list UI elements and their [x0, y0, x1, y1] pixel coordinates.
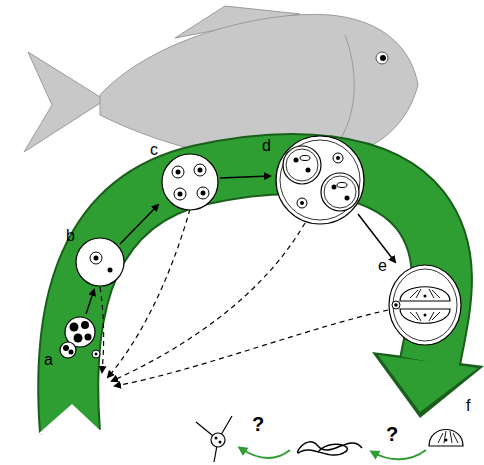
cell: [389, 265, 461, 345]
stage-c: [162, 154, 218, 210]
stage-arrow: [220, 176, 270, 178]
stage-letter: c: [150, 142, 158, 158]
stage-arrow: [120, 205, 158, 244]
cycle-band: [38, 164, 484, 434]
nucleus: [69, 350, 74, 355]
dashed-path: [115, 310, 388, 386]
spore: [429, 430, 463, 447]
stage-letter: e: [378, 258, 387, 274]
nucleus: [74, 334, 83, 343]
nucleus: [63, 345, 69, 351]
dashed-path: [100, 287, 104, 372]
return-paths: [100, 209, 388, 386]
nucleus: [95, 353, 98, 356]
fish-gill: [340, 35, 354, 140]
band-outline: [68, 164, 442, 432]
uncertain-arrow: [372, 450, 426, 459]
dashed-path: [108, 209, 190, 377]
dashed-path: [112, 223, 305, 381]
worm-host: [298, 442, 362, 455]
stage-letter: a: [44, 352, 53, 368]
fish-pupil: [380, 55, 386, 61]
nucleus: [70, 323, 79, 332]
nucleus: [108, 268, 113, 273]
nucleus: [90, 252, 102, 264]
fish-host: [24, 6, 418, 163]
uncertain-arrow: [240, 448, 290, 458]
question-mark: ?: [386, 424, 398, 444]
fish-tail: [24, 52, 105, 152]
cell: [276, 136, 364, 224]
stage-arrow: [86, 290, 94, 314]
stage-arrow: [358, 214, 395, 262]
cell: [60, 342, 76, 358]
band-tail-notch: [38, 404, 104, 434]
stage-letter: f: [466, 398, 470, 414]
fish-eye: [376, 52, 388, 64]
stage-letter: b: [66, 228, 75, 244]
question-mark: ?: [252, 414, 264, 434]
nucleus: [81, 321, 89, 329]
stage-b: [76, 238, 124, 286]
band-fill: [68, 164, 442, 432]
nucleus: [94, 256, 99, 261]
cell: [76, 238, 124, 286]
stage-f: [429, 430, 463, 447]
cell: [162, 154, 218, 210]
stage-e: [389, 265, 461, 345]
stage-a: [60, 317, 100, 358]
band-head: [378, 355, 478, 412]
nucleus: [85, 334, 92, 341]
stage-d: [276, 136, 364, 224]
band-head-outline: [372, 352, 484, 418]
triradiate-spore: [196, 416, 232, 462]
cell: [92, 350, 100, 358]
stage-letter: d: [262, 138, 271, 154]
